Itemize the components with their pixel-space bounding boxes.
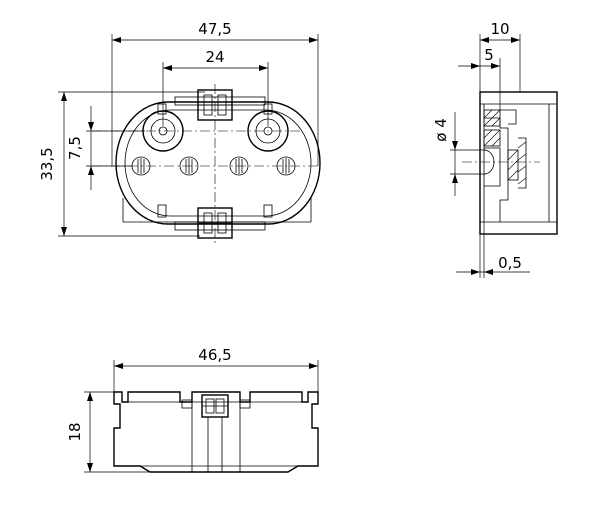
dim-pin-spacing: 24 [205, 48, 224, 66]
dim-pin-offset: 7,5 [66, 136, 84, 160]
dim-side-depth: 10 [490, 20, 509, 38]
dim-bottom-width: 46,5 [198, 346, 231, 364]
side-view: 10 5 ø 4 0,5 [432, 20, 558, 278]
front-view: 47,5 24 33,5 7,5 [38, 20, 321, 246]
dim-bottom-height: 18 [66, 422, 84, 441]
bottom-view: 46,5 18 [66, 346, 319, 473]
dim-hole-diameter: ø 4 [432, 118, 450, 142]
dim-front-width: 47,5 [198, 20, 231, 38]
dim-front-height: 33,5 [38, 147, 56, 180]
dim-plate-thickness: 0,5 [498, 254, 522, 272]
section-hatch [483, 109, 519, 181]
dim-side-partial: 5 [484, 46, 494, 64]
